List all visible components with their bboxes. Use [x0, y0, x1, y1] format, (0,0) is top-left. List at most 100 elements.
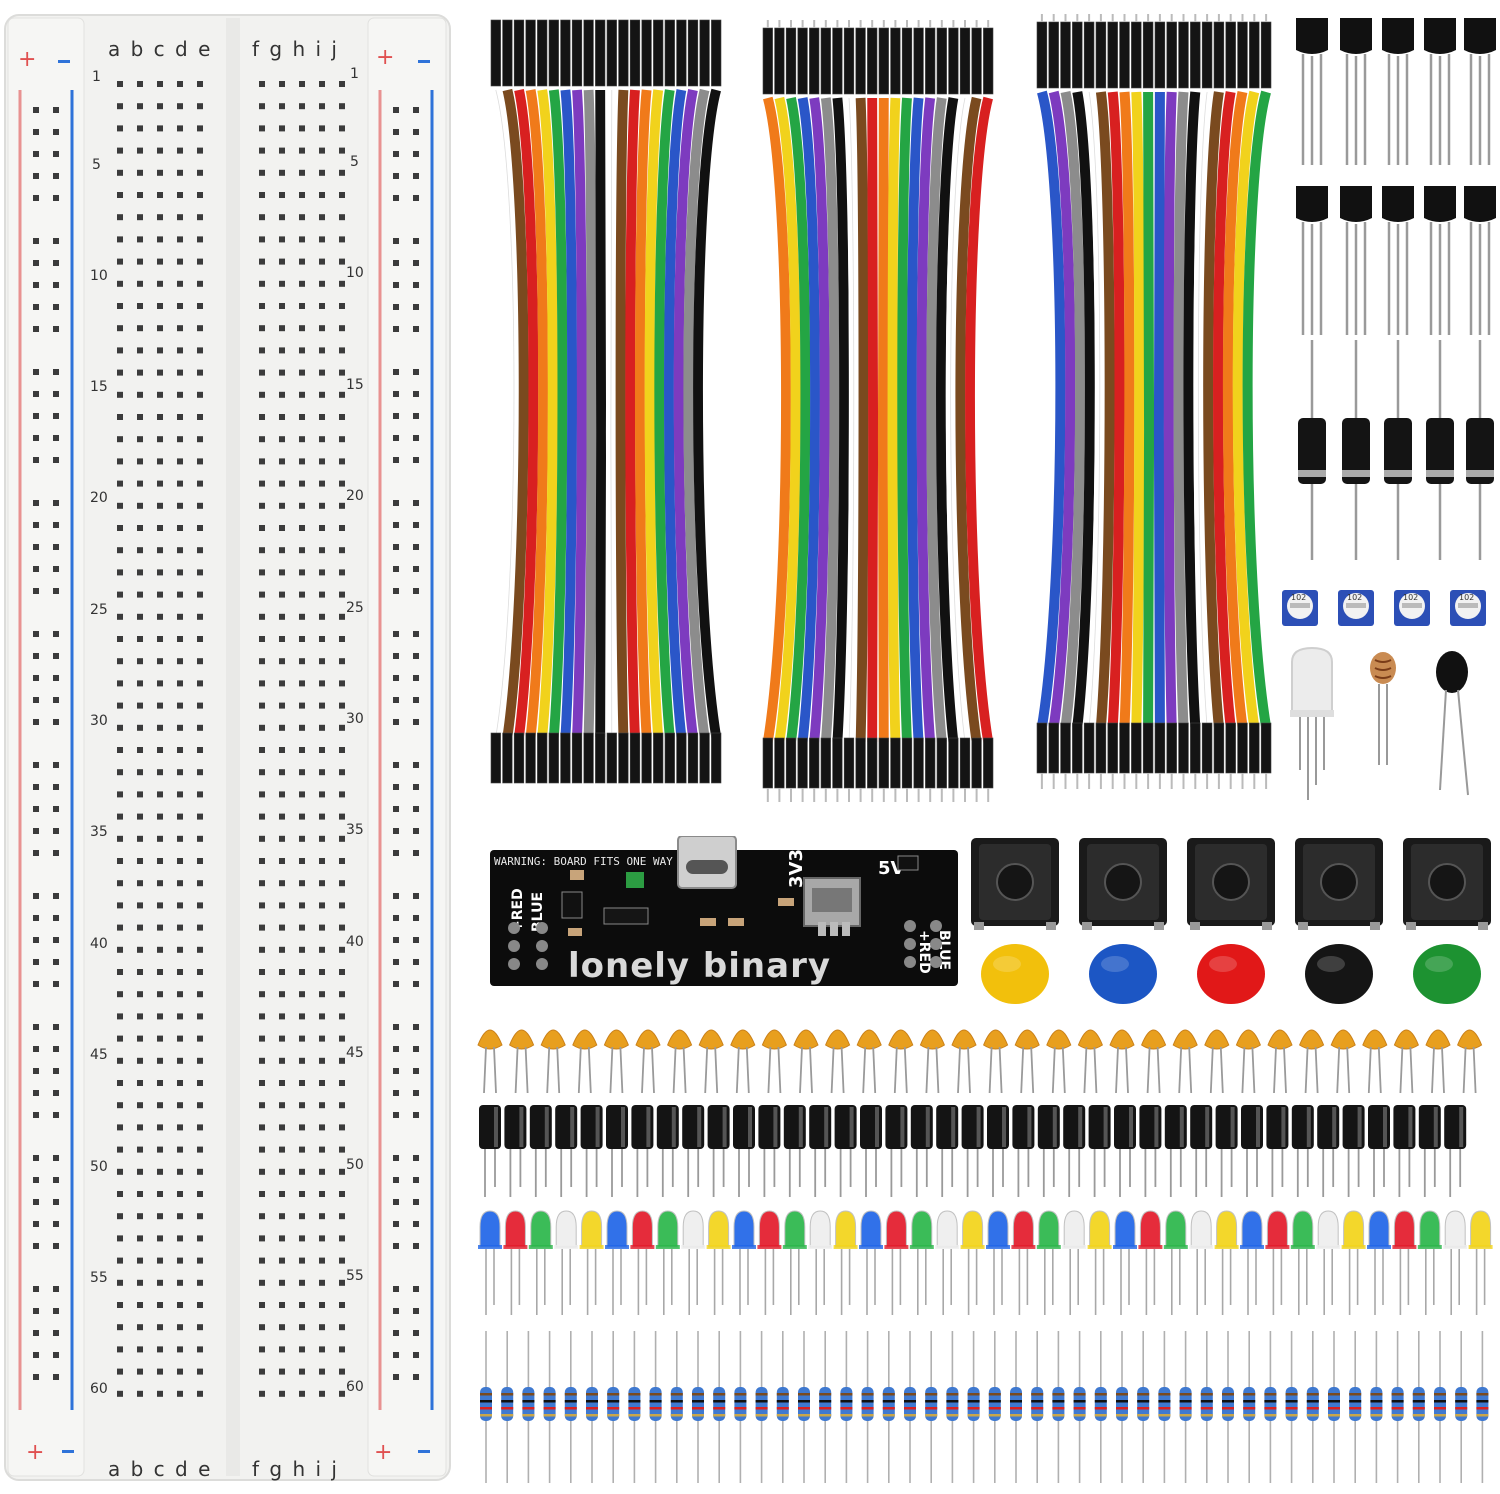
resistor-icon [501, 1331, 514, 1483]
row-number-1-right: 1 [350, 66, 359, 82]
row-number-25-right: 25 [346, 600, 364, 616]
ceramic-capacitor-icon [1172, 1029, 1198, 1094]
led-icon [554, 1210, 579, 1315]
push-buttons [965, 830, 1495, 1010]
ceramic-capacitor-icon [508, 1029, 535, 1094]
electrolytic-capacitor-icon [1266, 1105, 1289, 1197]
electrolytic-capacitor-icon [936, 1105, 959, 1197]
resistor-icon [586, 1331, 598, 1483]
resistor-icon [819, 1331, 832, 1483]
electrolytic-capacitor-icon [1241, 1105, 1263, 1197]
ceramic-capacitor-row [477, 1029, 1483, 1094]
resistor-icon [1285, 1331, 1298, 1483]
led-icon [884, 1210, 909, 1315]
electrolytic-capacitor-icon [783, 1105, 806, 1197]
led-icon [1316, 1210, 1341, 1315]
ceramic-capacitor-icon [856, 1029, 882, 1094]
resistor-icon [904, 1331, 916, 1483]
button-cap-icon [981, 944, 1049, 1004]
led-icon [1290, 1210, 1315, 1315]
electrolytic-capacitor-icon [1037, 1105, 1060, 1197]
resistor-icon [1264, 1331, 1277, 1483]
row-number-1-left: 1 [92, 69, 101, 85]
thermistor-icon [1436, 651, 1469, 796]
electrolytic-capacitor-icon [1368, 1105, 1390, 1197]
ceramic-capacitor-icon [1456, 1029, 1483, 1094]
electrolytic-capacitor-icon [1317, 1105, 1340, 1197]
resistor-icon [1200, 1331, 1213, 1483]
electrolytic-capacitor-icon [1393, 1105, 1416, 1197]
column-letters-bottom-right: f g h i j [252, 1457, 339, 1481]
pcb-warning-text: WARNING: BOARD FITS ONE WAY ONLY [494, 855, 706, 868]
led-icon [935, 1210, 960, 1315]
resistor-icon [1455, 1331, 1468, 1483]
resistor-icon [1116, 1331, 1128, 1483]
led-icon [605, 1210, 629, 1315]
electrolytic-capacitor-icon [809, 1105, 832, 1197]
ceramic-capacitor-icon [1362, 1029, 1388, 1094]
row-number-55-left: 55 [90, 1270, 108, 1286]
row-number-50-right: 50 [346, 1157, 364, 1173]
led-icon [1443, 1210, 1468, 1315]
led-icon [1036, 1210, 1061, 1315]
resistor-icon [798, 1331, 810, 1483]
push-button-icon [1403, 838, 1491, 930]
electrolytic-capacitor-icon [707, 1105, 730, 1197]
row-number-20-right: 20 [346, 488, 364, 504]
button-cap-icon [1413, 944, 1481, 1004]
led-icon [859, 1210, 883, 1315]
electrolytic-capacitor-icon [1139, 1105, 1162, 1197]
electrolytic-capacitor-icon [758, 1105, 781, 1197]
resistor-icon [1031, 1331, 1044, 1483]
row-number-60-left: 60 [90, 1381, 108, 1397]
resistor-icon [882, 1331, 895, 1483]
electrolytic-capacitor-icon [529, 1105, 552, 1197]
resistor-icon [1349, 1331, 1362, 1483]
led-icon [782, 1210, 807, 1315]
resistor-icon [522, 1331, 535, 1483]
resistor-icon [1094, 1331, 1107, 1483]
ceramic-capacitor-icon [730, 1029, 756, 1094]
resistor-icon [713, 1331, 726, 1483]
transistor-icon [1296, 18, 1496, 335]
push-button-icon [971, 838, 1059, 930]
ceramic-capacitor-icon [603, 1029, 630, 1094]
ceramic-capacitor-icon [1425, 1029, 1451, 1094]
breadboard-icon: a b c d e f g h i j a b c d e f g h i j … [4, 14, 451, 1481]
resistor-icon [1243, 1331, 1256, 1483]
plus-marker: + [18, 47, 36, 72]
electrolytic-capacitor-icon [910, 1105, 933, 1197]
resistor-icon [861, 1331, 874, 1483]
row-number-50-left: 50 [90, 1159, 108, 1175]
label-red-left: +RED [510, 888, 526, 932]
electrolytic-capacitor-icon [580, 1105, 603, 1197]
row-number-10-right: 10 [346, 265, 364, 281]
electrolytic-capacitor-icon [682, 1105, 705, 1197]
led-icon [706, 1210, 731, 1315]
trimpot-value-label: 102 [1347, 593, 1362, 602]
led-icon [1367, 1210, 1391, 1315]
column-letters-top-right: f g h i j [252, 37, 339, 61]
label-red-right: +RED [916, 930, 932, 974]
electrolytic-capacitor-icon [555, 1105, 578, 1197]
led-icon [757, 1210, 782, 1315]
electrolytic-capacitor-icon [1444, 1105, 1467, 1197]
minus-marker [58, 60, 70, 63]
led-icon [808, 1210, 833, 1315]
button-cap-icon [1305, 944, 1373, 1004]
led-row [478, 1210, 1493, 1315]
resistor-icon [649, 1331, 662, 1483]
led-icon [1163, 1210, 1188, 1315]
resistor-icon [1328, 1331, 1340, 1483]
led-icon [1341, 1210, 1366, 1315]
led-icon [681, 1210, 706, 1315]
electrolytic-capacitor-icon [631, 1105, 654, 1197]
plus-marker: + [26, 1440, 44, 1465]
breadboard: a b c d e f g h i j a b c d e f g h i j … [0, 0, 460, 1489]
ceramic-capacitor-icon [1393, 1029, 1420, 1094]
ceramic-capacitor-icon [824, 1029, 851, 1094]
column-letters-bottom-left: a b c d e [108, 1457, 212, 1481]
push-button-icon [1187, 838, 1275, 930]
resistor-icon [925, 1331, 938, 1483]
rgb-led-icon [1290, 646, 1334, 800]
